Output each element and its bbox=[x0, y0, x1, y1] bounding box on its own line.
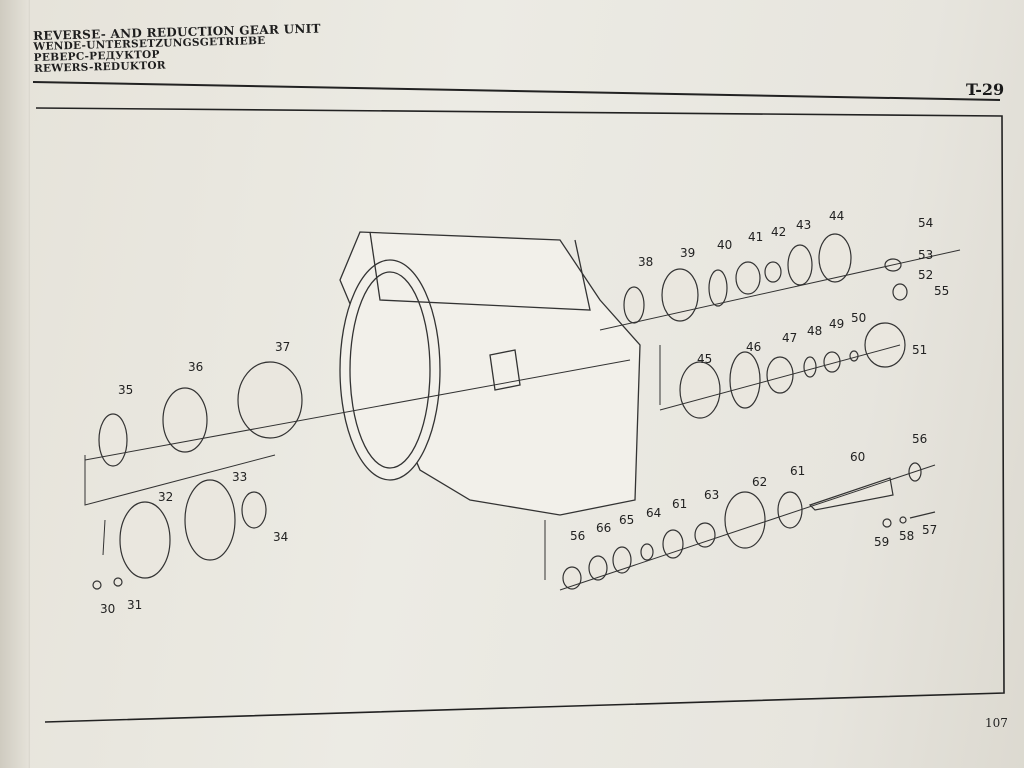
part-number-label: 34 bbox=[273, 530, 289, 544]
part-number-label: 45 bbox=[697, 352, 713, 366]
part-number-label: 60 bbox=[850, 450, 866, 464]
part-number-label: 35 bbox=[118, 383, 134, 397]
header-rule bbox=[32, 81, 1001, 101]
part-number-label: 37 bbox=[275, 340, 291, 354]
page-number: 107 bbox=[985, 716, 1008, 730]
part-number-label: 52 bbox=[918, 268, 934, 282]
part-number-label: 56 bbox=[570, 529, 586, 543]
part-number-label: 61 bbox=[790, 464, 806, 478]
housing bbox=[339, 231, 641, 516]
part-number-label: 66 bbox=[596, 521, 612, 535]
part-number-label: 49 bbox=[829, 317, 845, 331]
part-number-label: 46 bbox=[746, 340, 762, 354]
part-number-label: 57 bbox=[922, 523, 938, 537]
part-number-label: 58 bbox=[899, 529, 915, 543]
part-number-label: 56 bbox=[912, 432, 928, 446]
part-number-label: 47 bbox=[782, 331, 798, 345]
part-number-label: 44 bbox=[829, 209, 845, 223]
parts bbox=[92, 233, 936, 590]
part-number-label: 31 bbox=[127, 598, 143, 612]
part-number-label: 50 bbox=[851, 311, 867, 325]
part-number-label: 43 bbox=[796, 218, 812, 232]
part-number-label: 41 bbox=[748, 230, 764, 244]
part-number-label: 64 bbox=[646, 506, 662, 520]
axis-lines bbox=[84, 249, 961, 591]
part-number-label: 38 bbox=[638, 255, 654, 269]
part-number-label: 62 bbox=[752, 475, 768, 489]
part-number-label: 53 bbox=[918, 248, 934, 262]
part-number-label: 55 bbox=[934, 284, 950, 298]
part-number-label: 40 bbox=[717, 238, 733, 252]
part-number-label: 30 bbox=[100, 602, 116, 616]
part-number-label: 63 bbox=[704, 488, 720, 502]
part-number-label: 54 bbox=[918, 216, 934, 230]
part-number-label: 42 bbox=[771, 225, 787, 239]
part-number-label: 51 bbox=[912, 343, 928, 357]
part-number-label: 33 bbox=[232, 470, 248, 484]
table-code: T-29 bbox=[966, 80, 1005, 99]
part-number-label: 36 bbox=[188, 360, 204, 374]
part-number-label: 48 bbox=[807, 324, 823, 338]
part-number-label: 39 bbox=[680, 246, 696, 260]
part-number-label: 61 bbox=[672, 497, 688, 511]
part-number-label: 65 bbox=[619, 513, 635, 527]
part-number-label: 59 bbox=[874, 535, 890, 549]
part-number-label: 32 bbox=[158, 490, 174, 504]
diagram-frame bbox=[35, 107, 1005, 723]
